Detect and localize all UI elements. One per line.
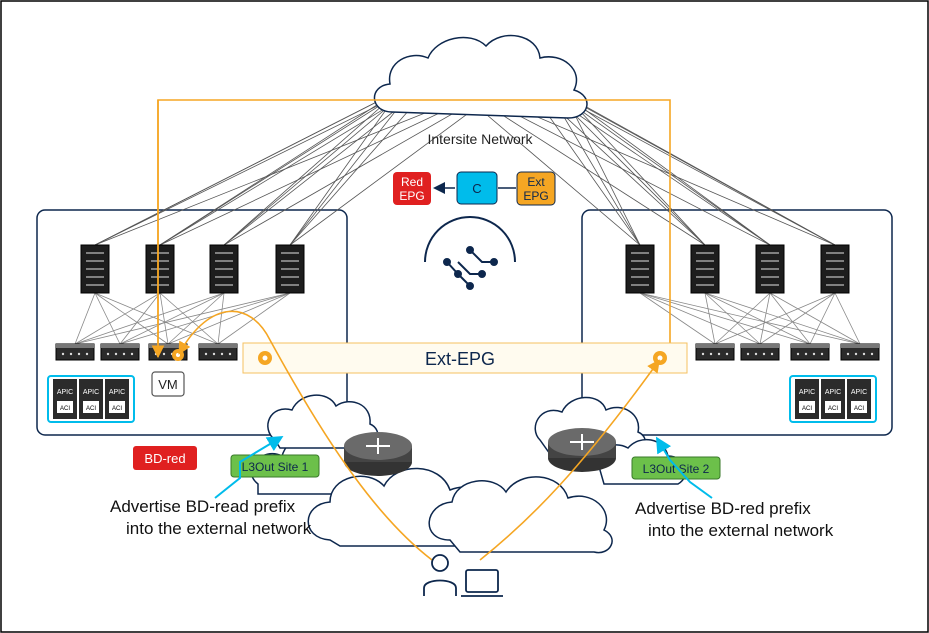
contract-c-box — [456, 171, 498, 205]
red-epg-line1: Red — [401, 175, 423, 189]
server-icon — [820, 244, 850, 294]
user-flows — [178, 310, 660, 561]
laptop-icon — [461, 569, 503, 597]
switch-icon — [695, 343, 735, 361]
apic-icon: APIC ACI — [53, 379, 77, 419]
advertise1-line2: into the external network — [126, 519, 312, 538]
vm-box — [151, 371, 185, 397]
ext-epg-bar-label: Ext-EPG — [425, 349, 495, 369]
apic-icon: APIC ACI — [79, 379, 103, 419]
switch-icon — [740, 343, 780, 361]
svg-text:APIC: APIC — [109, 389, 125, 396]
spine-switches — [80, 244, 850, 294]
ext-epg-line2: EPG — [523, 189, 548, 203]
l3out-site1-label: L3Out Site 1 — [242, 460, 309, 474]
gear-icon — [172, 349, 184, 361]
svg-text:ACI: ACI — [854, 406, 864, 412]
cloud-icon — [373, 34, 588, 119]
gear-icon — [258, 351, 272, 365]
apic-icon: APIC ACI — [105, 379, 129, 419]
svg-text:ACI: ACI — [86, 406, 96, 412]
red-epg-line2: EPG — [399, 189, 424, 203]
svg-text:APIC: APIC — [825, 389, 841, 396]
server-icon — [145, 244, 175, 294]
ext-epg-line1: Ext — [527, 175, 545, 189]
server-icon — [690, 244, 720, 294]
user-icon — [423, 554, 457, 596]
svg-text:APIC: APIC — [851, 389, 867, 396]
gear-icon — [653, 351, 667, 365]
switch-icon — [840, 343, 880, 361]
l3out-site2-label: L3Out Site 2 — [643, 462, 710, 476]
svg-text:ACI: ACI — [802, 406, 812, 412]
switch-icon — [790, 343, 830, 361]
server-icon — [755, 244, 785, 294]
ext-epg-box — [516, 171, 556, 206]
bd-red-label: BD-red — [144, 451, 185, 466]
site2-box — [581, 209, 893, 436]
svg-text:APIC: APIC — [799, 389, 815, 396]
switch-icon — [55, 343, 95, 361]
router-icon — [344, 432, 412, 476]
spine-leaf-mesh — [74, 292, 861, 345]
l3out-site1-badge — [230, 454, 320, 478]
red-epg-box — [393, 172, 431, 205]
svg-text:ACI: ACI — [60, 406, 70, 412]
network-label: Intersite Network — [427, 131, 533, 147]
orange-paths — [151, 99, 677, 361]
contract-c-label: C — [472, 181, 481, 196]
server-icon — [625, 244, 655, 294]
vm-label: VM — [158, 377, 178, 392]
svg-text:ACI: ACI — [112, 406, 122, 412]
svg-text:ACI: ACI — [828, 406, 838, 412]
server-icon — [209, 244, 239, 294]
site1-box — [36, 209, 348, 436]
server-icon — [275, 244, 305, 294]
advertise1-line1: Advertise BD-read prefix — [110, 497, 296, 516]
aci-logo-icon — [424, 216, 516, 290]
advertise2-line2: into the external network — [648, 521, 834, 540]
apic-icon: APIC ACI — [821, 379, 845, 419]
apic-icon: APIC ACI — [795, 379, 819, 419]
svg-text:APIC: APIC — [83, 389, 99, 396]
svg-text:APIC: APIC — [57, 389, 73, 396]
server-icon — [80, 244, 110, 294]
switch-icon — [100, 343, 140, 361]
advertise2-line1: Advertise BD-red prefix — [635, 499, 811, 518]
bd-red-badge — [133, 446, 197, 470]
router-icon — [548, 428, 616, 472]
apic-icon: APIC ACI — [847, 379, 871, 419]
ext-epg-bar — [242, 342, 688, 374]
switch-icon — [198, 343, 238, 361]
